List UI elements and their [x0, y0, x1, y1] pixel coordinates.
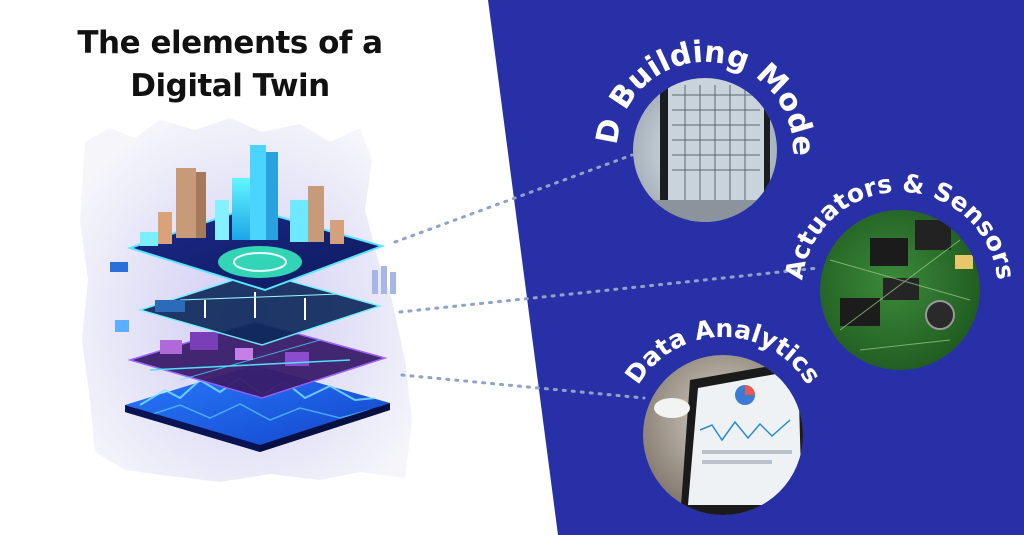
- terrain-layer: [125, 365, 390, 452]
- title-line-2: Digital Twin: [130, 68, 330, 104]
- power-grid-layer: [137, 271, 383, 346]
- city-layer: [126, 145, 386, 292]
- actuators-sensors-photo: [820, 210, 980, 370]
- title-line-1: The elements of a: [77, 25, 383, 61]
- page-title: The elements of a Digital Twin: [40, 22, 420, 108]
- utility-layer: [127, 321, 388, 399]
- side-tech-icons: [110, 262, 396, 332]
- digital-twin-layers-illustration: [110, 145, 396, 452]
- blue-background-panel: [488, 0, 1024, 535]
- connector-building-model: [393, 153, 634, 244]
- data-analytics-photo: [643, 355, 803, 515]
- connector-actuators-sensors: [398, 266, 820, 314]
